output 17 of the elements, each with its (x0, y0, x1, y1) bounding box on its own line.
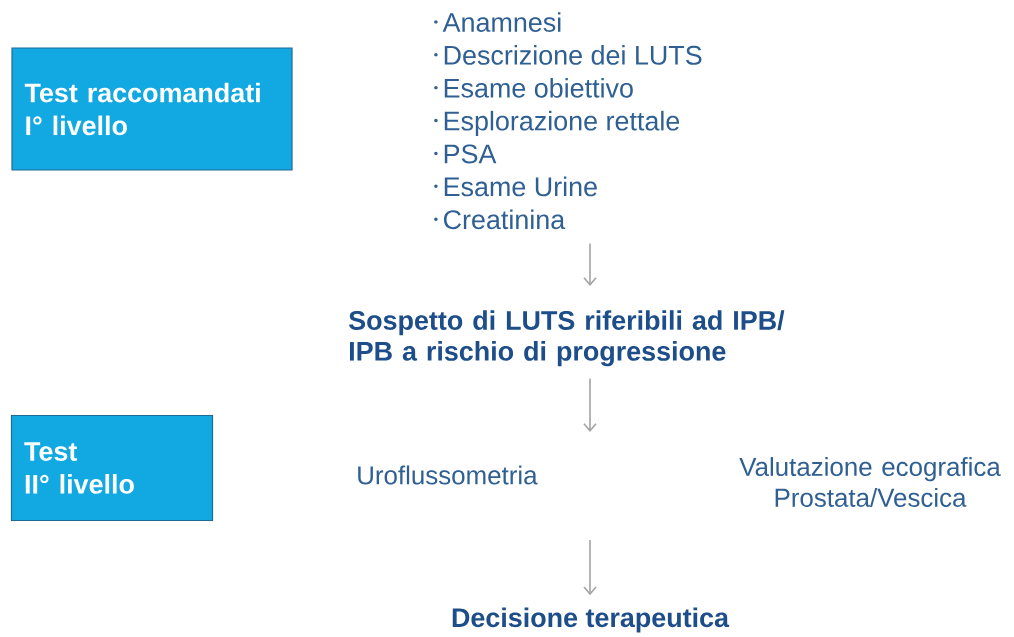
arrow (583, 242, 597, 286)
node-label: Anamnesi (442, 12, 561, 32)
arrow (583, 377, 597, 432)
level-box: Test II° livello (10, 414, 214, 522)
bullet-list: Anamnesi Descrizione dei LUTS Esame obiettivo Esplorazione rettale PSA Esame Urine Creatinina (434, 12, 702, 230)
node-label: Esplorazione rettale (444, 110, 680, 136)
test-text: Uroflussometria (358, 465, 538, 485)
node-label: PSA (444, 144, 497, 164)
node-label: Esame Urine (444, 176, 597, 197)
node-label: Esame obiettivo (444, 77, 633, 98)
level-box: Test raccomandati I° livello (11, 47, 293, 171)
step-text: Sospetto di LUTS riferibili ad IPB/ IPB a rischio di progressione (349, 310, 785, 367)
arrow (583, 539, 597, 596)
node-label: Descrizione dei LUTS (444, 45, 702, 65)
test-text: Valutazione ecografica Prostata/Vescica (739, 457, 1001, 507)
step-text: Decisione terapeutica (452, 607, 730, 633)
node-label: Creatinina (443, 209, 566, 230)
